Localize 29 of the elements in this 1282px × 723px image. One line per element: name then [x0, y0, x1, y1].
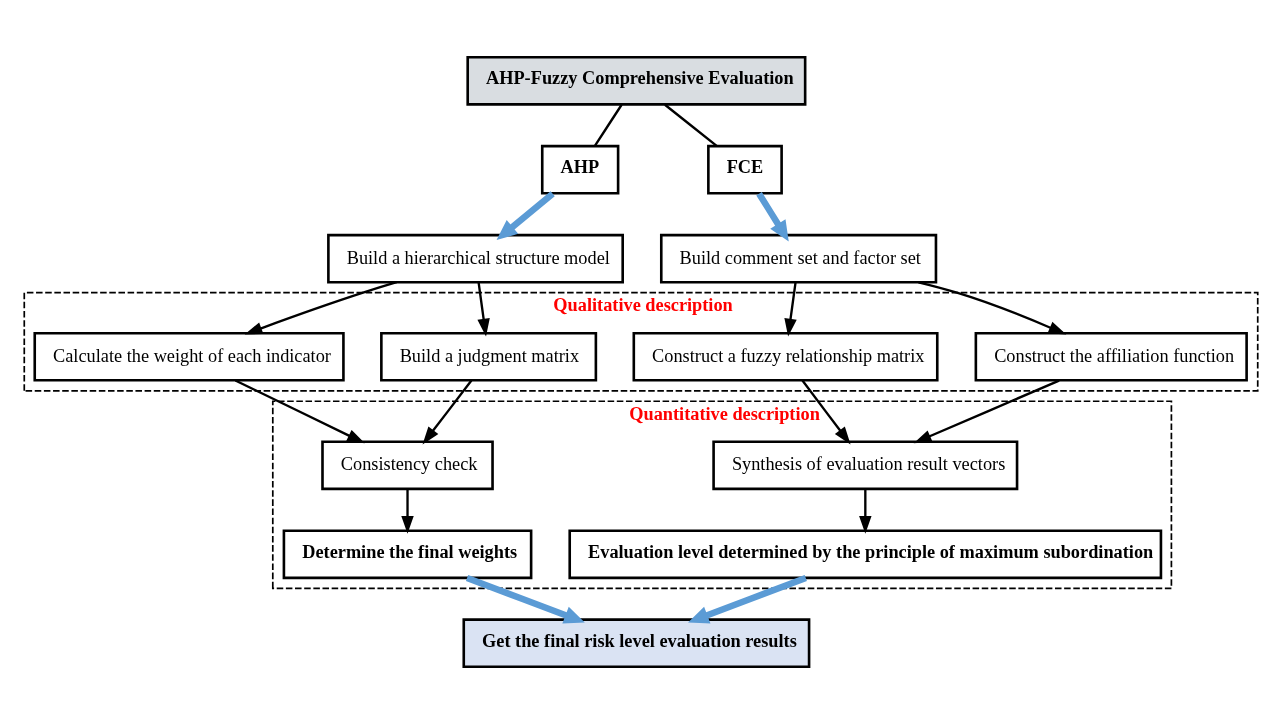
arrow [918, 280, 1067, 335]
connector [594, 103, 623, 146]
node-box: Get the final risk level evaluation results [462, 617, 811, 668]
node-box: AHP-Fuzzy Comprehensive Evaluation [466, 55, 807, 106]
arrow [401, 488, 414, 534]
node-box: Determine the final weights [282, 528, 533, 579]
arrow [496, 190, 555, 240]
node-box: Construct the affiliation function [974, 331, 1248, 382]
node-box: Synthesis of evaluation result vectors [712, 440, 1019, 490]
arrow [756, 191, 789, 241]
node-box: Construct a fuzzy relationship matrix [632, 331, 939, 382]
node-box: Consistency check [321, 440, 494, 490]
node-box: FCE [707, 144, 783, 195]
arrow [465, 574, 585, 624]
arrow [784, 281, 797, 336]
arrow [477, 281, 490, 336]
connector [664, 103, 718, 147]
arrow [801, 379, 851, 444]
node-box: Calculate the weight of each indicator [33, 331, 345, 382]
node-box: Build a hierarchical structure model [327, 233, 624, 283]
node-box: AHP [540, 144, 620, 195]
node-box: Build a judgment matrix [380, 331, 598, 382]
node-box: Build comment set and factor set [659, 233, 938, 283]
arrow [913, 378, 1060, 443]
arrow [244, 280, 397, 334]
arrow [859, 488, 872, 534]
arrow [422, 379, 473, 444]
arrow [688, 574, 807, 624]
node-box: Evaluation level determined by the principle of maximum subordination [568, 528, 1163, 579]
